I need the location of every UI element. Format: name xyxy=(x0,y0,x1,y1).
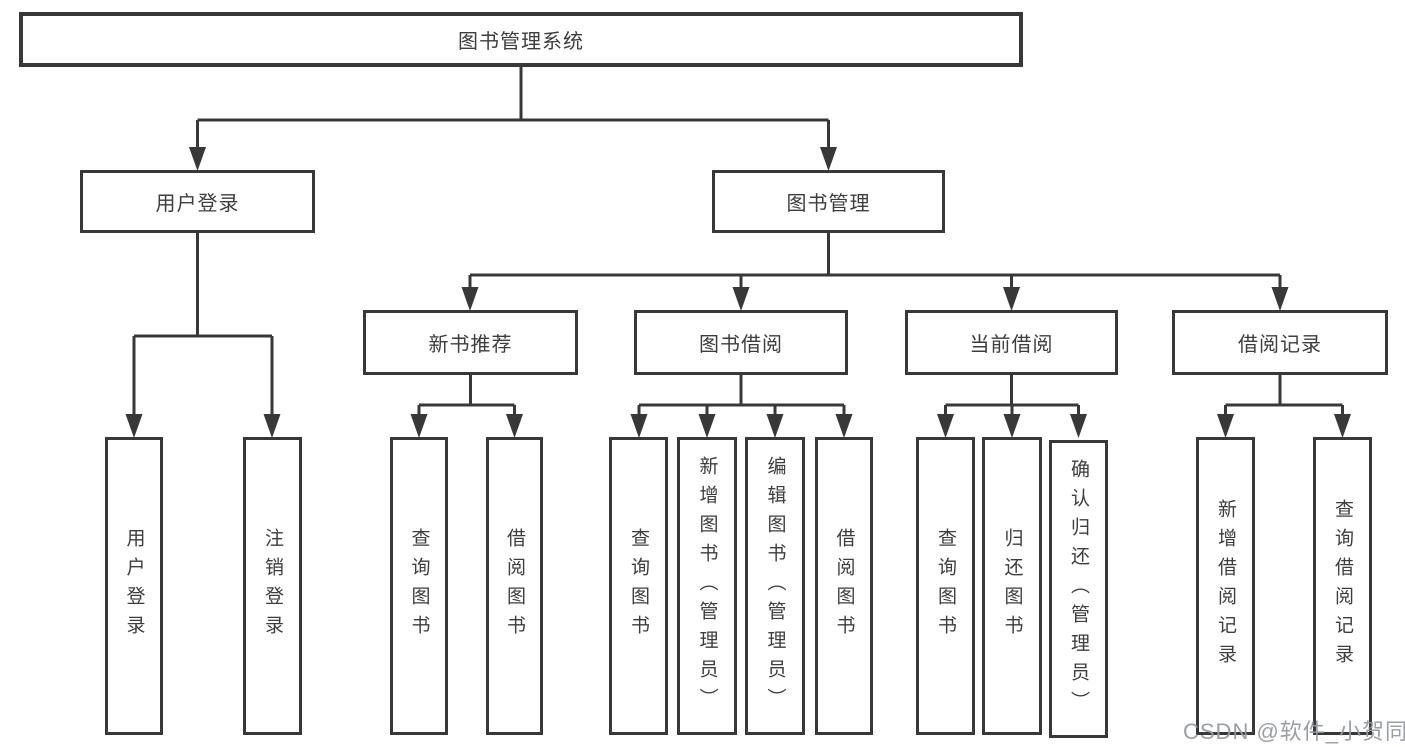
node-book-mgmt-label: 图书管理 xyxy=(786,193,871,215)
leaf-nb-borrow: 借阅图书 xyxy=(486,437,543,735)
leaf-logout: 注销登录 xyxy=(243,437,302,735)
leaf-cb-confirm-label: 确认归还（管理员） xyxy=(1068,458,1089,720)
leaf-logout-label: 注销登录 xyxy=(262,528,283,644)
leaf-cb-query-label: 查询图书 xyxy=(935,528,956,644)
leaf-bb-borrow: 借阅图书 xyxy=(815,437,873,735)
leaf-bb-query-label: 查询图书 xyxy=(628,528,649,644)
node-root-label: 图书管理系统 xyxy=(458,31,584,53)
node-current-borrow-label: 当前借阅 xyxy=(969,334,1054,356)
leaf-nb-query: 查询图书 xyxy=(390,437,448,735)
watermark: CSDN @软件_小贺同学 xyxy=(1183,719,1405,744)
arrowheads xyxy=(125,147,1351,438)
leaf-bb-query: 查询图书 xyxy=(609,437,668,735)
leaf-nb-query-label: 查询图书 xyxy=(408,528,430,644)
node-new-book-rec: 新书推荐 xyxy=(363,310,578,375)
leaf-cb-query: 查询图书 xyxy=(916,437,975,735)
leaf-cb-return-label: 归还图书 xyxy=(1001,528,1023,644)
leaf-br-query-label: 查询借阅记录 xyxy=(1332,499,1353,673)
node-borrow-records-label: 借阅记录 xyxy=(1238,334,1322,356)
leaf-bb-edit: 编辑图书（管理员） xyxy=(745,437,805,735)
leaf-bb-edit-label: 编辑图书（管理员） xyxy=(764,455,786,717)
leaf-bb-add: 新增图书（管理员） xyxy=(677,437,737,735)
node-current-borrow: 当前借阅 xyxy=(905,310,1118,375)
node-book-borrow: 图书借阅 xyxy=(634,310,848,375)
leaf-user-login-label: 用户登录 xyxy=(123,528,145,644)
node-new-book-rec-label: 新书推荐 xyxy=(428,334,513,356)
leaf-nb-borrow-label: 借阅图书 xyxy=(504,528,525,644)
leaf-bb-borrow-label: 借阅图书 xyxy=(833,528,855,644)
node-user-login: 用户登录 xyxy=(80,170,315,233)
leaf-cb-confirm: 确认归还（管理员） xyxy=(1049,440,1108,738)
leaf-bb-add-label: 新增图书（管理员） xyxy=(696,455,718,717)
node-book-mgmt: 图书管理 xyxy=(712,170,945,233)
leaf-br-query: 查询借阅记录 xyxy=(1313,437,1372,735)
leaf-user-login: 用户登录 xyxy=(105,437,163,735)
leaf-cb-return: 归还图书 xyxy=(982,437,1042,735)
leaf-br-add: 新增借阅记录 xyxy=(1196,437,1255,735)
node-user-login-label: 用户登录 xyxy=(155,193,240,215)
node-book-borrow-label: 图书借阅 xyxy=(699,334,783,356)
node-borrow-records: 借阅记录 xyxy=(1172,310,1388,375)
node-root: 图书管理系统 xyxy=(19,12,1023,67)
leaf-br-add-label: 新增借阅记录 xyxy=(1215,499,1236,673)
